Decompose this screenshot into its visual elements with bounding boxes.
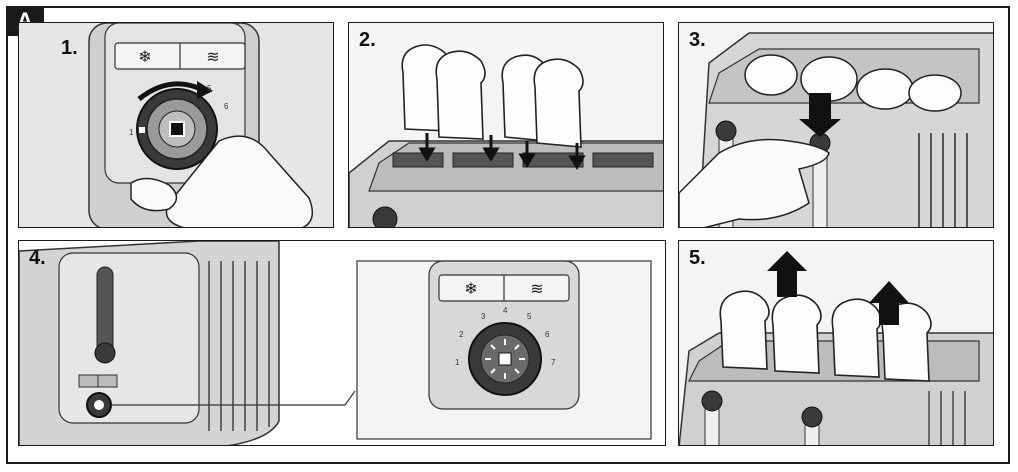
dial-number: 4 [503,306,508,315]
step-number: 2. [359,29,376,51]
panel-step-4: 4. ❄ ≋ 1 2 3 4 [18,240,666,446]
dial-number: 1 [455,358,460,367]
snowflake-icon: ❄ [464,281,477,298]
dial-number: 6 [224,102,229,111]
press-lever-illustration [679,23,993,227]
down-arrow-icon [799,93,841,137]
controls-closeup-illustration: ❄ ≋ 1 2 3 4 5 6 7 [19,241,665,445]
step-number: 1. [61,37,78,59]
dial-number: 3 [481,312,486,321]
snowflake-icon: ❄ [138,49,151,66]
panel-step-5: 5. [678,240,994,446]
bread-slice-icon [401,44,584,148]
dial-number: 5 [527,312,532,321]
heat-waves-icon: ≋ [530,281,543,298]
dial-number: 5 [207,84,212,93]
panel-step-1: 1. ❄ ≋ 1 5 6 [18,22,334,228]
bread-slice-icon [719,290,932,382]
dial-number: 1 [129,128,134,137]
hand-icon [165,135,314,227]
dial-number: 7 [551,358,556,367]
step-number: 3. [689,29,706,51]
hand-icon [679,138,830,227]
insert-bread-illustration [349,23,663,227]
dial-number: 6 [545,330,550,339]
down-arrow-icon [418,133,586,170]
heat-waves-icon: ≋ [206,49,219,66]
panel-step-2: 2. [348,22,664,228]
panel-step-3: 3. [678,22,994,228]
up-arrow-icon [767,251,909,325]
dial-number: 2 [459,330,464,339]
toast-popup-illustration [679,241,993,445]
step-number: 5. [689,247,706,269]
step-number: 4. [29,247,46,269]
dial-illustration: ❄ ≋ 1 5 6 [19,23,333,227]
